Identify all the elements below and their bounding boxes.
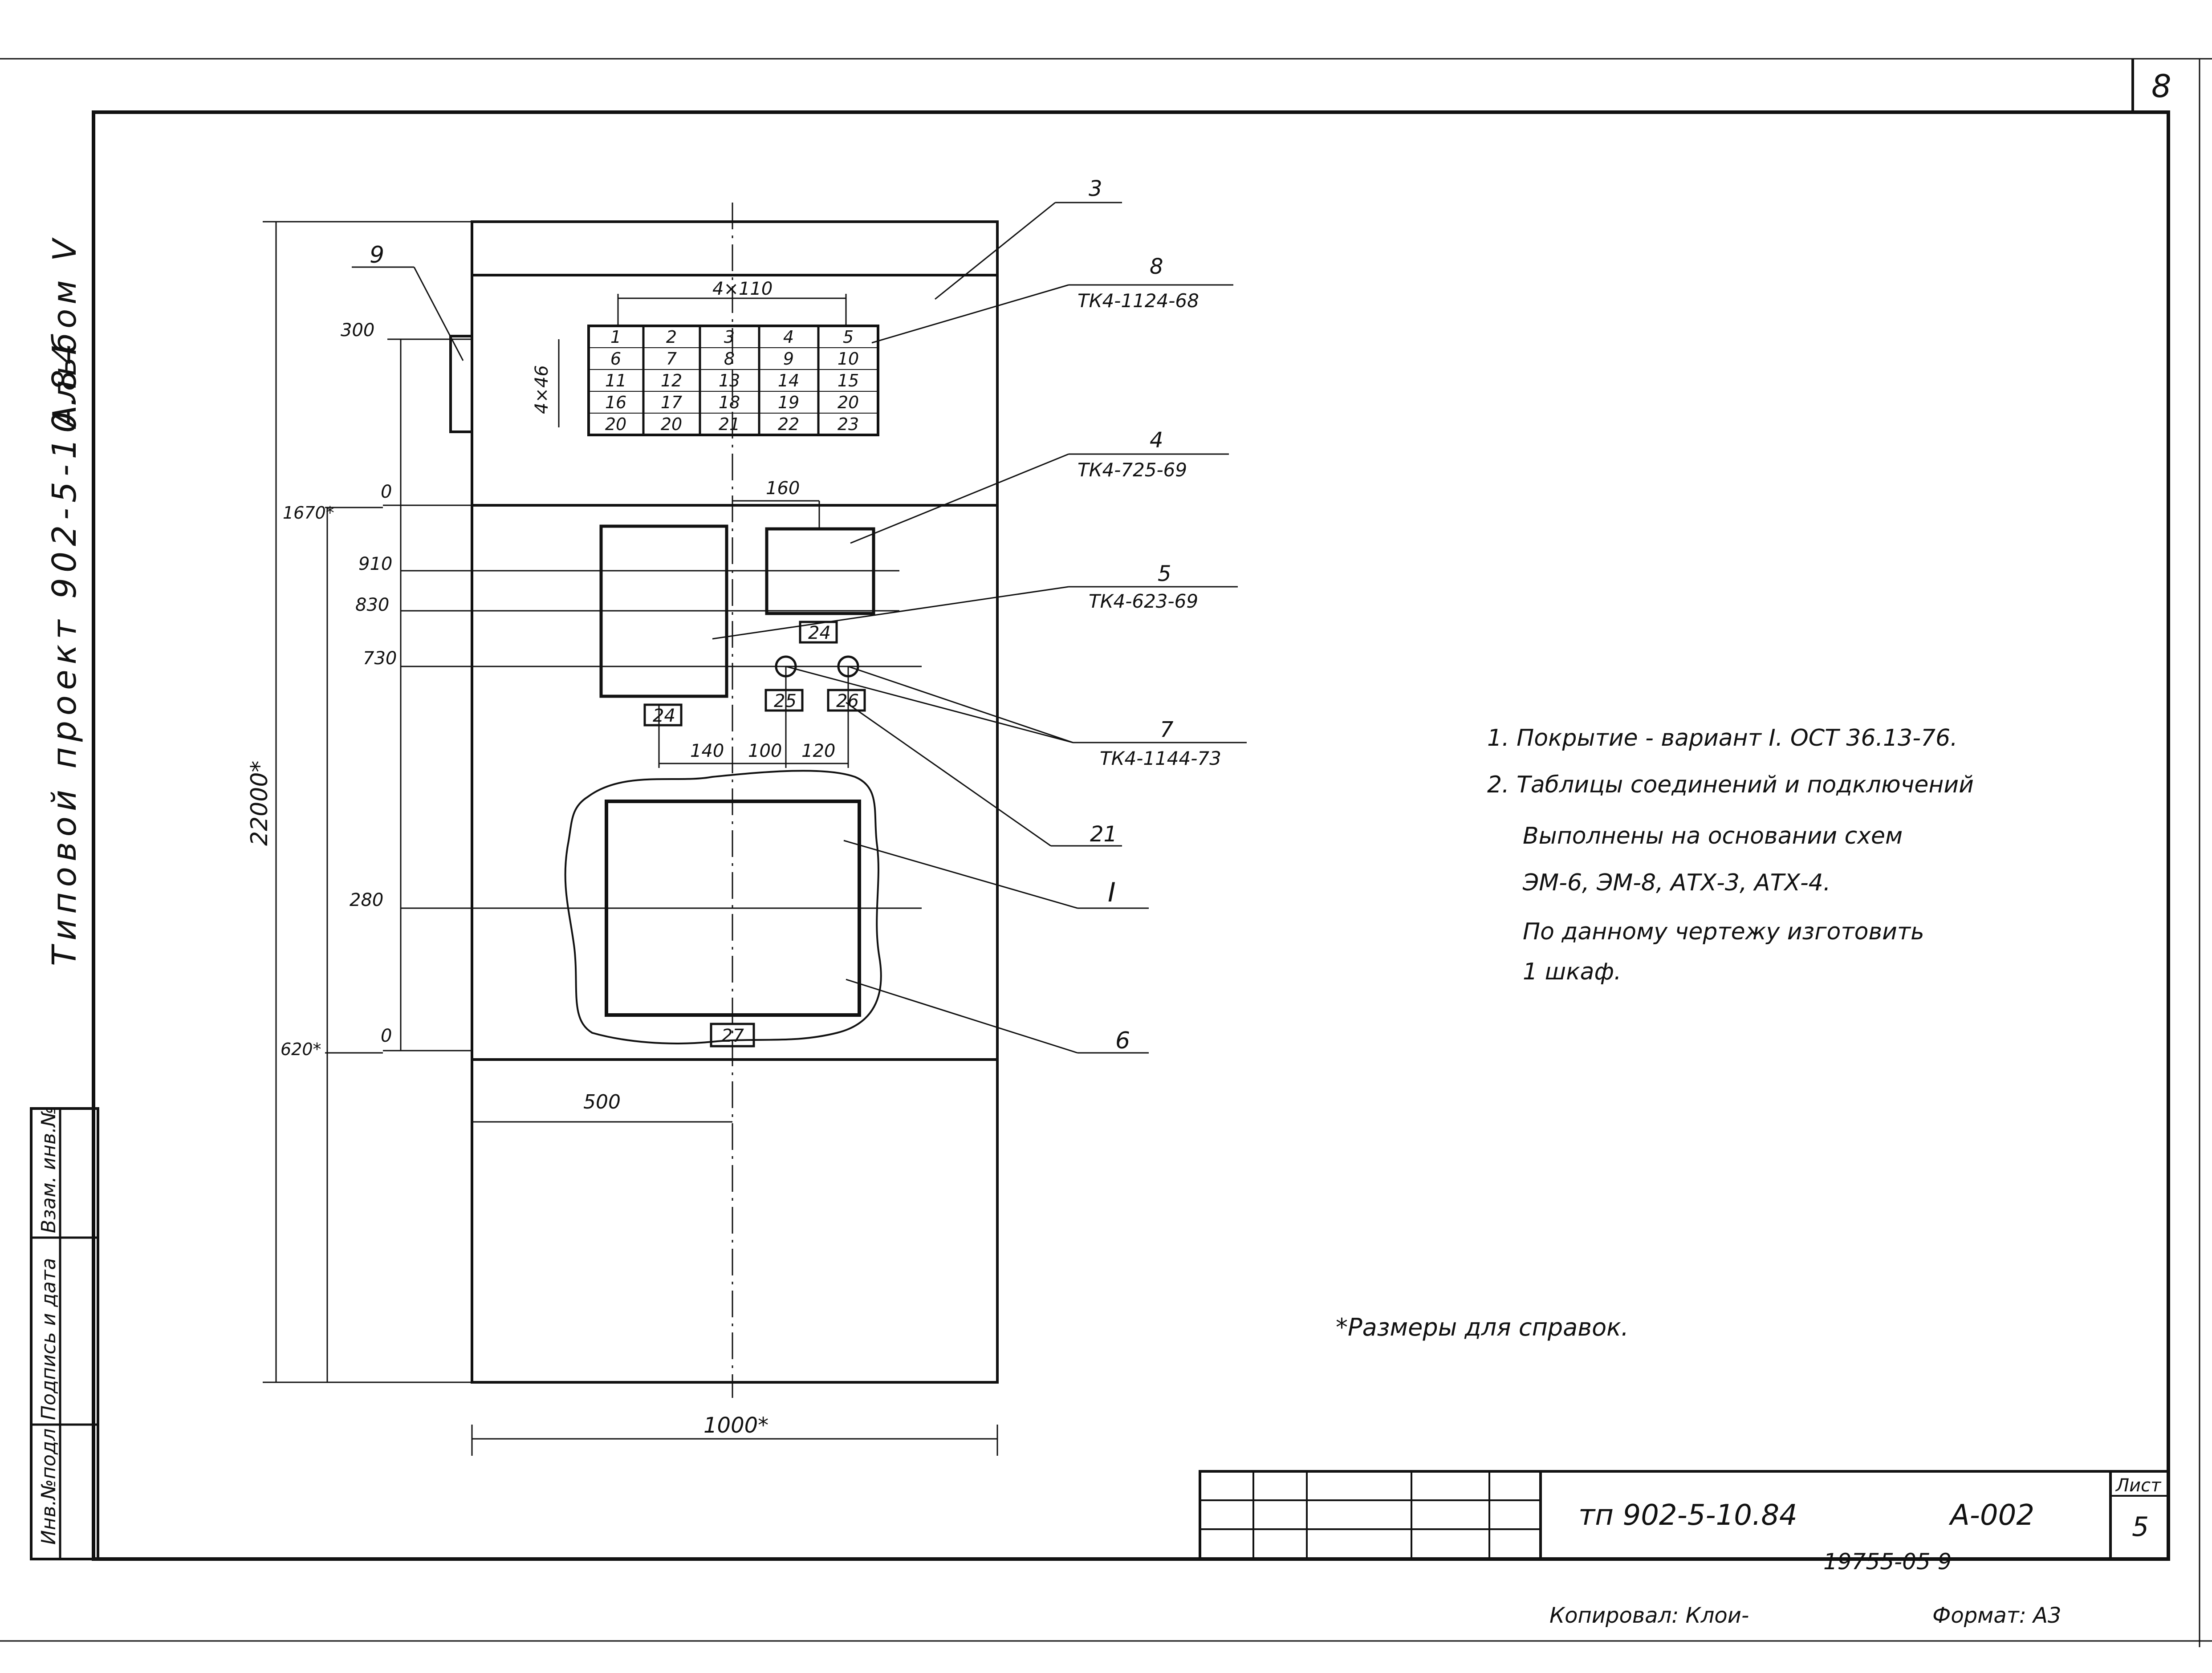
terminal-cell: 7 [666,349,677,369]
terminal-cell: 8 [724,349,735,369]
terminal-cell: 17 [661,393,682,412]
dim-1670: 1670* [283,503,334,523]
title-designation: тп 902-5-10.84 [1578,1499,1797,1532]
leader-lines [352,202,1247,1054]
dim-row-step: 4×46 [532,365,552,414]
terminal-cell: 22 [778,414,799,434]
callout-3: 3 [1089,176,1102,201]
cabinet-outline [449,203,999,1398]
side-stamp: Инв.№подл Подпись и дата Взам. инв.№ [30,1106,99,1560]
terminal-cell: 9 [783,349,794,369]
note-line-3: Выполнены на основании схем [1523,823,1903,849]
terminal-cell: 16 [605,393,626,412]
stamp-podpis-data: Подпись и дата [37,1258,60,1420]
archive-number: 19755-05 9 [1823,1549,1952,1575]
stamp-inv-podl: Инв.№подл [37,1428,60,1545]
dim-830: 830 [355,595,389,615]
dim-0-top: 0 [381,482,392,502]
title-code: А-002 [1948,1499,2034,1532]
title-sheet-label: Лист [2115,1475,2162,1496]
callout-4-ref: ТК4-725-69 [1078,459,1187,481]
copied-by: Копировал: Клои- [1549,1603,1749,1628]
album-label: Альбом Ⅴ [46,235,83,429]
dim-panel-step: 4×110 [712,279,773,299]
tag-25: 25 [774,691,797,711]
callout-7: 7 [1160,717,1174,742]
corner-sheet-number: 8 [2151,68,2171,105]
terminal-cell: 23 [838,414,859,434]
dim-500: 500 [583,1091,621,1113]
dim-160: 160 [766,478,800,499]
note-line-5: По данному чертежу изготовить [1523,918,1924,945]
callout-I: I [1108,877,1116,908]
note-line-1: 1. Покрытие - вариант I. ОСТ 36.13-76. [1487,725,1958,751]
dim-910: 910 [358,554,392,574]
terminal-cell: 2 [666,327,677,347]
reference-note: *Размеры для справок. [1336,1313,1629,1341]
terminal-cell: 20 [661,414,682,434]
stamp-vzam-inv: Взам. инв.№ [37,1106,60,1233]
format-label: Формат: А3 [1932,1603,2062,1628]
dim-730: 730 [363,648,397,669]
project-vertical-label: Типовой проект 902-5-10.84 [45,338,84,966]
notes-block: 1. Покрытие - вариант I. ОСТ 36.13-76. 2… [1487,725,1974,985]
dim-280: 280 [350,890,383,910]
terminal-cell: 20 [838,393,859,412]
callout-4: 4 [1150,428,1163,453]
terminal-table [587,325,879,436]
terminal-cell: 21 [719,414,740,434]
cutouts [564,524,882,1044]
note-line-4: ЭМ-6, ЭМ-8, АТХ-3, АТХ-4. [1522,869,1830,896]
note-line-6: 1 шкаф. [1523,958,1621,985]
dim-140: 140 [690,741,724,761]
tag-boxes: 24 24 25 26 27 [643,621,866,1048]
dim-120: 120 [801,741,835,761]
dim-0-bottom: 0 [381,1026,392,1046]
dim-300: 300 [341,320,374,341]
callout-5: 5 [1158,561,1171,586]
title-block: тп 902-5-10.84 А-002 Лист 5 [1199,1470,2170,1560]
sheet-border [0,58,2212,1647]
terminal-cell: 20 [605,414,626,434]
callout-21: 21 [1090,822,1117,847]
callout-6: 6 [1115,1027,1130,1054]
dim-total-width: 1000* [703,1413,769,1438]
callout-8-ref: ТК4-1124-68 [1078,290,1199,312]
dimension-lines [263,221,998,1456]
tag-26: 26 [836,691,859,711]
terminal-cell: 6 [610,349,621,369]
terminal-cell: 14 [778,371,799,390]
dim-620: 620* [281,1040,321,1059]
terminal-cell: 5 [843,327,854,347]
terminal-cell: 3 [724,327,735,347]
terminal-cell: 18 [719,393,740,412]
callout-5-ref: ТК4-623-69 [1089,590,1198,612]
terminal-cell: 12 [661,371,682,390]
terminal-cell: 11 [605,371,626,390]
note-line-2: 2. Таблицы соединений и подключений [1487,772,1974,798]
terminal-cell: 1 [610,327,621,347]
terminal-cell: 10 [838,349,859,369]
terminal-cell: 15 [838,371,859,390]
callout-8: 8 [1150,254,1163,279]
tag-24b: 24 [808,623,831,643]
terminal-cell: 4 [783,327,794,347]
tag-27: 27 [721,1026,744,1046]
terminal-cell: 13 [719,371,740,390]
callout-7-ref: ТК4-1144-73 [1100,747,1221,769]
title-sheet-number: 5 [2132,1511,2149,1543]
callout-9: 9 [370,242,384,268]
terminal-cell: 19 [778,393,799,412]
dim-100: 100 [748,741,782,761]
dim-total-height: 22000* [246,761,273,846]
tag-24a: 24 [653,706,675,726]
